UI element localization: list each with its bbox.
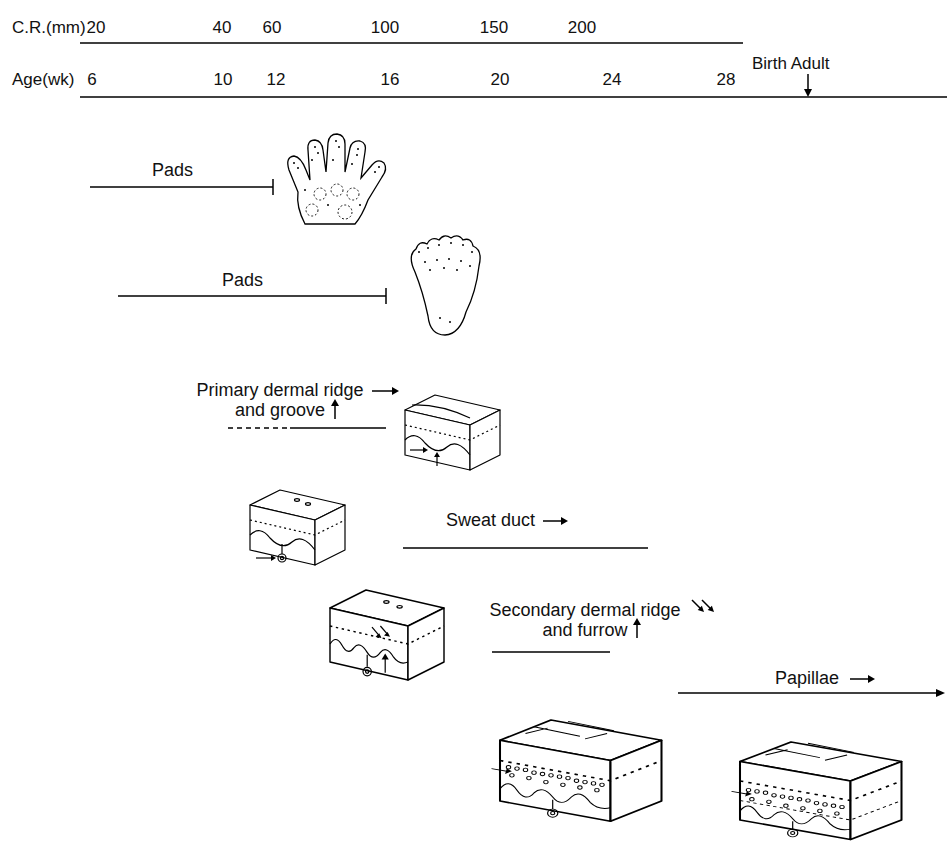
stage-label: Pads [222, 270, 263, 290]
stage-label: Primary dermal ridge and groove [190, 380, 370, 420]
skin-block [330, 590, 444, 680]
hand-figure [288, 134, 386, 224]
tick-label: 200 [568, 18, 596, 38]
tick-label: 150 [480, 18, 508, 38]
axis-title: Age(wk) [12, 70, 74, 90]
tick-label: 28 [717, 70, 736, 90]
milestone-label: Birth Adult [752, 54, 830, 74]
skin-block [732, 742, 902, 840]
stage-label: Sweat duct [446, 510, 535, 530]
tick-label: 6 [87, 70, 96, 90]
tick-label: 60 [263, 18, 282, 38]
stage-label: Pads [152, 160, 193, 180]
foot-figure [411, 236, 480, 335]
timeline-axis [80, 43, 947, 97]
arrow-head [331, 387, 945, 697]
tick-label: 40 [213, 18, 232, 38]
tick-label: 20 [87, 18, 106, 38]
tick-label: 10 [214, 70, 233, 90]
tick-label: 12 [267, 70, 286, 90]
skin-block [492, 720, 662, 821]
tick-label: 20 [491, 70, 510, 90]
skin-block [405, 395, 500, 470]
stage-label: Papillae [775, 668, 839, 688]
tick-label: 24 [603, 70, 622, 90]
birth-arrow [804, 89, 812, 97]
stage-label: Secondary dermal ridge and furrow [485, 600, 685, 640]
axis-title: C.R.(mm) [12, 18, 86, 38]
duration-bar [90, 179, 940, 693]
tick-label: 16 [381, 70, 400, 90]
tick-label: 100 [371, 18, 399, 38]
skin-block [250, 490, 345, 565]
